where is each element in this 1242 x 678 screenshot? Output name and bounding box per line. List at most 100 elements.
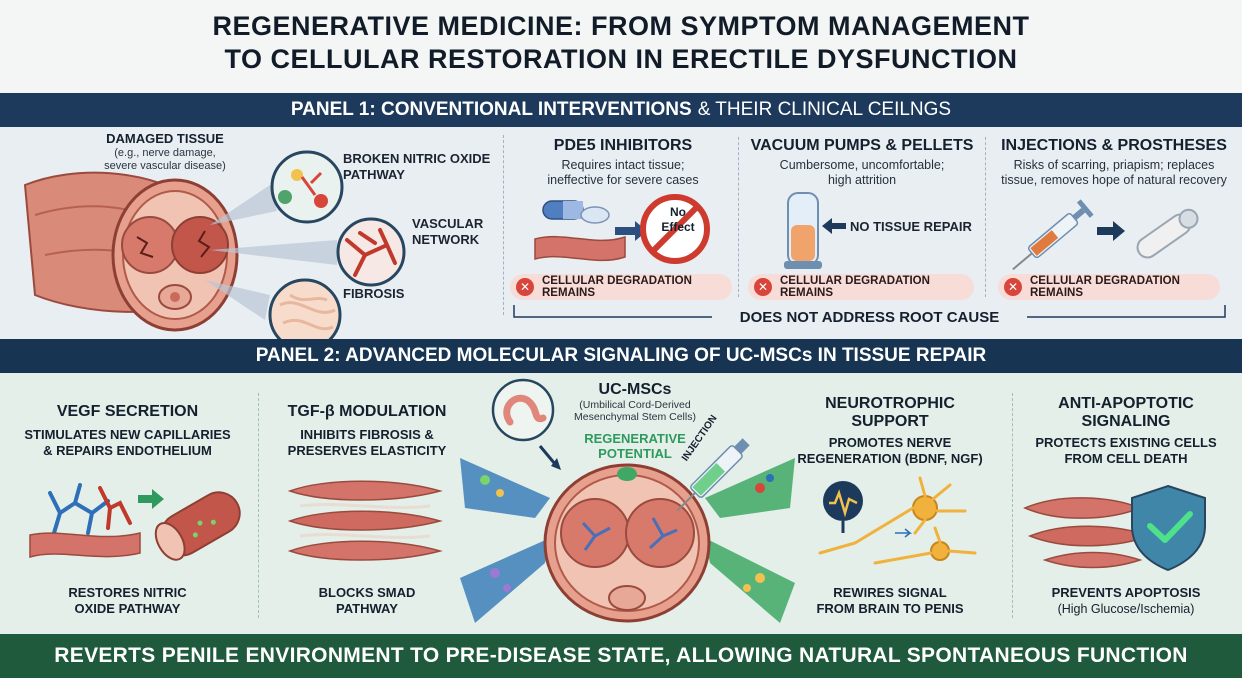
panel1-heading-bold: PANEL 1: CONVENTIONAL INTERVENTIONS: [290, 99, 692, 120]
callout-vasc-line-1: VASCULAR: [412, 216, 484, 231]
root-cause-label: DOES NOT ADDRESS ROOT CAUSE: [739, 309, 1000, 326]
panel1: DAMAGED TISSUE (e.g., nerve damage, seve…: [0, 127, 1242, 352]
title-line-2: TO CELLULAR RESTORATION IN ERECTILE DYSF…: [224, 44, 1018, 74]
x-icon: ✕: [1004, 278, 1022, 296]
pde5-title: PDE5 INHIBITORS: [553, 137, 693, 154]
root-cause-bracket: [513, 305, 1226, 318]
pde5-badge: ✕ CELLULAR DEGRADATION REMAINS: [510, 274, 732, 300]
tgf-result-1: BLOCKS SMAD: [318, 585, 416, 600]
page-title: REGENERATIVE MEDICINE: FROM SYMPTOM MANA…: [0, 10, 1242, 76]
anti-result-1: PREVENTS APOPTOSIS: [1051, 585, 1201, 600]
anti-title-1: ANTI-APOPTOTIC: [1058, 395, 1194, 412]
tgf-result-2: PATHWAY: [336, 601, 398, 616]
arrow-left-icon: [822, 218, 846, 234]
vegf-illustration: [29, 483, 241, 561]
vegf-block: VEGF SECRETION STIMULATES NEW CAPILLARIE…: [0, 403, 255, 459]
neuro-title-2: SUPPORT: [851, 413, 929, 430]
callout-vascular-network: VASCULAR NETWORK: [412, 216, 483, 248]
vacuum-badge: ✕ CELLULAR DEGRADATION REMAINS: [748, 274, 974, 300]
vegf-result-1: RESTORES NITRIC: [68, 585, 187, 600]
anti-desc-2: FROM CELL DEATH: [1064, 451, 1188, 466]
panel2-divider-1: [258, 393, 259, 618]
vacuum-pump-illustration: [784, 192, 822, 269]
tgf-result: BLOCKS SMAD PATHWAY: [262, 585, 472, 617]
pde5-badge-text: CELLULAR DEGRADATION REMAINS: [542, 275, 692, 299]
pde5-block: PDE5 INHIBITORS Requires intact tissue; …: [510, 137, 736, 188]
panel1-divider-3: [985, 137, 986, 297]
damaged-tissue-subtitle-1: (e.g., nerve damage,: [114, 147, 216, 159]
title-line-1: REGENERATIVE MEDICINE: FROM SYMPTOM MANA…: [212, 11, 1030, 41]
vegf-title: VEGF SECRETION: [56, 403, 199, 420]
tgf-title: TGF-β MODULATION: [287, 403, 447, 420]
vacuum-desc-1: Cumbersome, uncomfortable;: [779, 158, 945, 172]
vegf-desc-2: & REPAIRS ENDOTHELIUM: [43, 443, 212, 458]
tgf-desc-2: PRESERVES ELASTICITY: [287, 443, 447, 458]
damaged-tissue-label: DAMAGED TISSUE (e.g., nerve damage, seve…: [70, 131, 260, 173]
neuro-block: NEUROTROPHIC SUPPORT PROMOTES NERVE REGE…: [790, 395, 990, 467]
vegf-desc-1: STIMULATES NEW CAPILLARIES: [24, 427, 231, 442]
vacuum-title: VACUUM PUMPS & PELLETS: [750, 137, 974, 154]
no-tissue-repair: NO TISSUE REPAIR: [850, 219, 972, 234]
vacuum-block: VACUUM PUMPS & PELLETS Cumbersome, uncom…: [742, 137, 982, 188]
anti-result-2: (High Glucose/Ischemia): [1057, 602, 1195, 616]
x-icon: ✕: [754, 278, 772, 296]
no-effect-sign-text: No Effect: [653, 205, 703, 235]
vacuum-badge-text: CELLULAR DEGRADATION REMAINS: [780, 275, 930, 299]
damaged-tissue-subtitle-2: severe vascular disease): [104, 160, 226, 172]
neuron-illustration: [818, 476, 977, 565]
anti-desc-1: PROTECTS EXISTING CELLS: [1035, 435, 1217, 450]
no-effect-sign-line-2: Effect: [661, 220, 695, 234]
ucmsc-label: UC-MSCs (Umbilical Cord-Derived Mesenchy…: [555, 381, 715, 423]
ucmsc-subtitle-1: (Umbilical Cord-Derived: [579, 399, 691, 411]
ucmsc-illustration: [460, 378, 795, 623]
regen-potential-line-2: POTENTIAL: [598, 446, 672, 461]
ucmsc-subtitle-2: Mesenchymal Stem Cells): [574, 411, 696, 423]
neuro-desc-2: REGENERATION (BDNF, NGF): [797, 451, 983, 466]
pde5-illustration: [534, 194, 710, 264]
injections-title: INJECTIONS & PROSTHESES: [1001, 137, 1227, 154]
callout-no-line-1: BROKEN NITRIC OXIDE: [343, 151, 491, 166]
anti-block: ANTI-APOPTOTIC SIGNALING PROTECTS EXISTI…: [1015, 395, 1237, 467]
no-effect-sign-line-1: No: [670, 205, 686, 219]
panel1-divider-2: [738, 137, 739, 297]
x-icon: ✕: [516, 278, 534, 296]
vegf-result: RESTORES NITRIC OXIDE PATHWAY: [0, 585, 255, 617]
callout-vasc-line-2: NETWORK: [412, 232, 480, 247]
footer-banner: REVERTS PENILE ENVIRONMENT TO PRE-DISEAS…: [0, 634, 1242, 678]
vacuum-desc-2: high attrition: [827, 173, 897, 187]
panel2: VEGF SECRETION STIMULATES NEW CAPILLARIE…: [0, 373, 1242, 634]
panel2-heading: PANEL 2: ADVANCED MOLECULAR SIGNALING OF…: [0, 339, 1242, 373]
damaged-tissue-title: DAMAGED TISSUE: [106, 131, 224, 146]
injections-badge: ✕ CELLULAR DEGRADATION REMAINS: [998, 274, 1220, 300]
panel1-divider-main: [503, 135, 504, 315]
neuro-result: REWIRES SIGNAL FROM BRAIN TO PENIS: [790, 585, 990, 617]
injections-desc-2: tissue, removes hope of natural recovery: [1001, 173, 1227, 187]
panel1-heading-light: & THEIR CLINICAL CEILNGS: [697, 99, 952, 120]
callout-no-line-2: PATHWAY: [343, 167, 405, 182]
vegf-result-2: OXIDE PATHWAY: [74, 601, 181, 616]
tgf-smooth-muscle-illustration: [287, 480, 443, 561]
anti-title-2: SIGNALING: [1081, 413, 1171, 430]
damaged-tissue-illustration: [23, 150, 406, 352]
neuro-result-2: FROM BRAIN TO PENIS: [816, 601, 964, 616]
regenerative-potential-label: REGENERATIVE POTENTIAL: [555, 431, 715, 461]
neuro-desc-1: PROMOTES NERVE: [828, 435, 952, 450]
callout-broken-no-pathway: BROKEN NITRIC OXIDE PATHWAY: [343, 151, 490, 183]
tgf-block: TGF-β MODULATION INHIBITS FIBROSIS & PRE…: [262, 403, 472, 459]
injections-badge-text: CELLULAR DEGRADATION REMAINS: [1030, 275, 1180, 299]
tgf-desc-1: INHIBITS FIBROSIS &: [300, 427, 434, 442]
anti-apoptosis-illustration: [1023, 484, 1206, 572]
ucmsc-title: UC-MSCs: [598, 381, 672, 398]
panel1-heading: PANEL 1: CONVENTIONAL INTERVENTIONS & TH…: [0, 93, 1242, 127]
panel2-divider-2: [1012, 393, 1013, 618]
callout-fibrosis: FIBROSIS: [343, 286, 405, 301]
injections-block: INJECTIONS & PROSTHESES Risks of scarrin…: [988, 137, 1240, 188]
pde5-desc-1: Requires intact tissue;: [561, 158, 685, 172]
injections-desc-1: Risks of scarring, priapism; replaces: [1013, 158, 1215, 172]
neuro-result-1: REWIRES SIGNAL: [833, 585, 947, 600]
pde5-desc-2: ineffective for severe cases: [547, 173, 699, 187]
regen-potential-line-1: REGENERATIVE: [584, 431, 686, 446]
syringe-and-prosthesis-illustration: [1012, 199, 1199, 271]
anti-result: PREVENTS APOPTOSIS (High Glucose/Ischemi…: [1015, 585, 1237, 617]
neuro-title-1: NEUROTROPHIC: [825, 395, 955, 412]
